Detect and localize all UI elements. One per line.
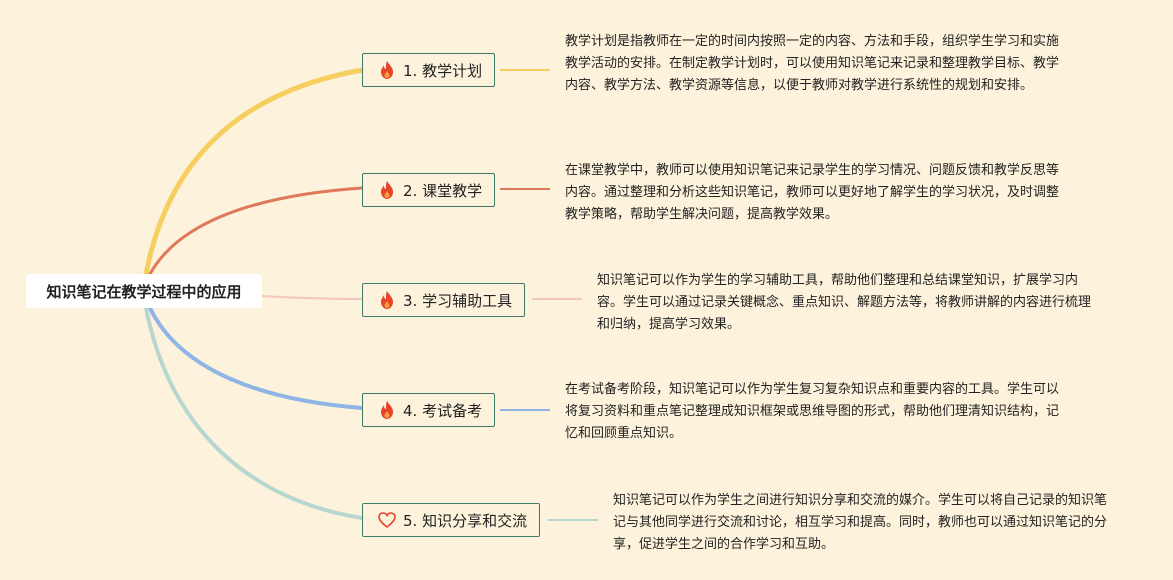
- branch-description-4: 在考试备考阶段，知识笔记可以作为学生复习复杂知识点和重要内容的工具。学生可以将复…: [565, 382, 1060, 441]
- branch-node-5[interactable]: 5. 知识分享和交流: [362, 503, 541, 537]
- branch-description-5: 知识笔记可以作为学生之间进行知识分享和交流的媒介。学生可以将自己记录的知识笔记与…: [613, 493, 1108, 552]
- connector-2: [148, 186, 364, 276]
- connector-5: [144, 306, 364, 520]
- branch-description-2: 在课堂教学中，教师可以使用知识笔记来记录学生的学习情况、问题反馈和教学反思等内容…: [565, 163, 1060, 222]
- branch-label: 3. 学习辅助工具: [403, 291, 513, 310]
- branch-node-4[interactable]: 4. 考试备考: [362, 393, 496, 427]
- branch-description-1: 教学计划是指教师在一定的时间内按照一定的内容、方法和手段，组织学生学习和实施教学…: [565, 34, 1060, 93]
- branch-label: 5. 知识分享和交流: [403, 511, 528, 530]
- fire-icon: [377, 290, 397, 310]
- branch-label: 2. 课堂教学: [403, 181, 483, 200]
- connector-3: [261, 295, 363, 300]
- branch-label: 1. 教学计划: [403, 61, 483, 80]
- heart-outline-icon: [377, 510, 397, 530]
- root-label: 知识笔记在教学过程中的应用: [46, 282, 242, 301]
- branch-node-1[interactable]: 1. 教学计划: [362, 53, 496, 87]
- root-node[interactable]: 知识笔记在教学过程中的应用: [26, 274, 262, 308]
- fire-icon: [377, 180, 397, 200]
- connector-4: [148, 306, 364, 410]
- connector-1: [143, 67, 365, 277]
- branch-label: 4. 考试备考: [403, 401, 483, 420]
- branch-node-3[interactable]: 3. 学习辅助工具: [362, 283, 526, 317]
- fire-icon: [377, 60, 397, 80]
- fire-icon: [377, 400, 397, 420]
- branch-description-3: 知识笔记可以作为学生的学习辅助工具，帮助他们整理和总结课堂知识，扩展学习内容。学…: [597, 273, 1092, 332]
- branch-node-2[interactable]: 2. 课堂教学: [362, 173, 496, 207]
